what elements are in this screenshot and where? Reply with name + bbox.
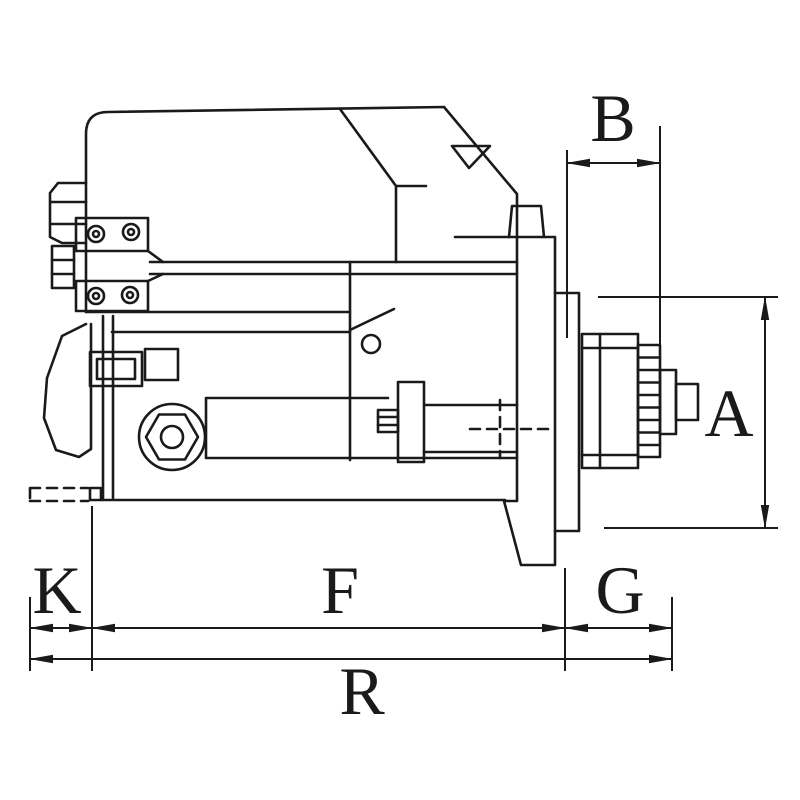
tie-rods: [148, 260, 519, 276]
clamp-outer: [88, 350, 144, 388]
shaft-step: [658, 368, 678, 436]
hex-plug-center: [159, 424, 185, 450]
through-bolt: [101, 314, 115, 500]
bolt-head: [121, 222, 141, 242]
dimensions: B A K F G: [29, 80, 778, 729]
rear-slope-wedge: [450, 144, 492, 170]
dimension-b: B: [566, 80, 661, 346]
hidden-shaft-lines: [468, 398, 557, 460]
block-connectors: [146, 249, 165, 283]
bottom-extension-lines: [29, 506, 673, 671]
hidden-base-extension: [28, 486, 90, 503]
dimension-a: A: [598, 296, 778, 529]
dimension-label-b: B: [590, 80, 635, 156]
left-stud: [50, 244, 76, 290]
bolt-center: [125, 290, 135, 300]
dimension-k: K: [29, 552, 93, 633]
dimension-b-extension-lines: [566, 126, 661, 346]
bolt-head: [86, 286, 106, 306]
gear-teeth-lines: [636, 356, 662, 447]
motor-body-outline: [84, 105, 519, 314]
pivot-hole: [360, 333, 382, 355]
diagonal-strut: [348, 307, 396, 332]
pinion-gear-teeth: [636, 343, 662, 459]
pinion-hub-lines: [580, 332, 640, 470]
mounting-flange: [502, 235, 557, 567]
left-bracket: [48, 181, 88, 245]
left-lobe: [42, 322, 93, 459]
left-foot: [88, 486, 103, 502]
left-stud-ribs: [50, 258, 76, 276]
dimension-r: R: [29, 653, 673, 729]
dimension-label-k: K: [32, 552, 81, 628]
hex-plug: [144, 413, 200, 461]
bolt-center: [91, 291, 101, 301]
side-block: [143, 347, 180, 382]
terminal-block-lower: [74, 279, 150, 313]
dimension-a-extension-lines: [598, 296, 778, 529]
motor-side-view: [28, 105, 700, 567]
dimension-label-a: A: [704, 375, 753, 451]
bolt-head: [86, 224, 106, 244]
interior-ridge: [338, 107, 428, 264]
dimension-label-g: G: [595, 552, 644, 628]
terminal-block-upper: [74, 216, 150, 253]
dimension-label-r: R: [339, 653, 385, 729]
flange-top-ear: [507, 204, 546, 239]
shaft-lines: [422, 403, 519, 454]
bracket-bolt-ribs: [376, 415, 400, 427]
pinion-hub: [580, 332, 640, 470]
shaft-end: [674, 382, 700, 422]
dimension-g: G: [564, 552, 673, 633]
housing-lines: [204, 396, 519, 460]
bracket-bolt: [376, 408, 400, 434]
bolt-head: [120, 285, 140, 305]
bolt-center: [91, 229, 101, 239]
bolt-center: [126, 227, 136, 237]
bracket-plate: [396, 380, 426, 464]
clamp-inner: [95, 357, 137, 381]
dimension-label-f: F: [321, 552, 359, 628]
dimension-f: F: [91, 552, 566, 633]
